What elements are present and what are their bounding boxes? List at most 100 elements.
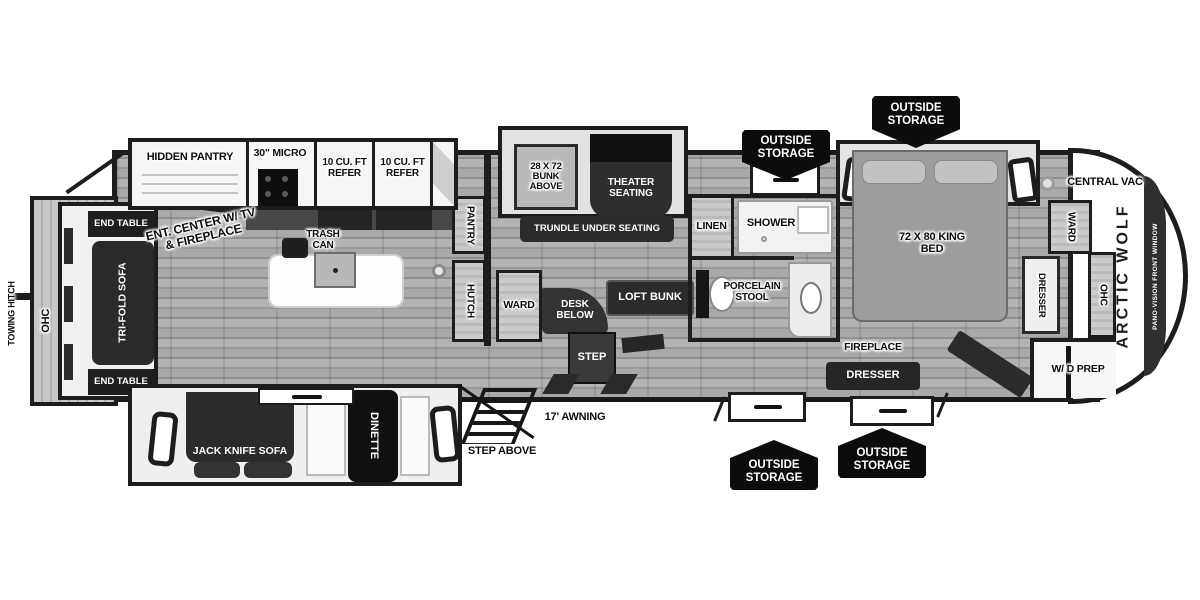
vanity-sink-icon [800, 282, 822, 314]
outside-storage-banner-bottom-left: OUTSIDE STORAGE [730, 440, 818, 490]
loft-bunk: LOFT BUNK [606, 280, 694, 316]
dinette-label-wrap: DINETTE [348, 390, 398, 482]
pantry-text: PANTRY [464, 205, 476, 245]
bedroom-dresser-wrap: DRESSER [1025, 259, 1057, 331]
cabinet-divider [372, 142, 375, 206]
bedroom-ward-text: WARD [1065, 212, 1077, 242]
brand-nose-label: ARCTIC WOLF [1104, 158, 1142, 394]
wd-prep-label: W/ D PREP [1051, 363, 1105, 375]
detector-icon [432, 264, 446, 278]
theater-back [590, 134, 672, 162]
shower-text: SHOWER [746, 217, 796, 229]
step-text: STEP [577, 351, 607, 364]
bunkroom-ward: WARD [496, 270, 542, 342]
slide-corner-cap [433, 142, 454, 206]
outside-storage-text: OUTSIDE STORAGE [757, 135, 815, 160]
toilet-tank [696, 270, 709, 318]
dinette-text: DINETTE [367, 412, 380, 460]
step-above-label: STEP ABOVE [467, 445, 537, 457]
sofa-slide: END TABLE TRI-FOLD SOFA END TABLE [58, 202, 158, 400]
storage-compartment [850, 396, 934, 426]
trundle-bar: TRUNDLE UNDER SEATING [520, 216, 674, 242]
island-sink [314, 252, 356, 288]
outside-storage-text: OUTSIDE STORAGE [887, 102, 945, 127]
sofa-cushion [194, 462, 240, 478]
bunkroom-wall [484, 150, 491, 346]
rear-ohc-label: OHC [34, 286, 60, 356]
trundle-text: TRUNDLE UNDER SEATING [534, 222, 660, 234]
theater-seating-box: THEATER SEATING [590, 134, 672, 218]
bottom-slide-window-right [429, 404, 461, 464]
outside-storage-banner-bottom-right: OUTSIDE STORAGE [838, 428, 926, 478]
outside-storage-text: OUTSIDE STORAGE [745, 459, 803, 484]
bedroom-dresser-bottom-text: DRESSER [846, 369, 900, 382]
fireplace-label: FIREPLACE [844, 341, 902, 353]
refer-left-label: 10 CU. FT REFER [322, 157, 367, 179]
central-vac-label: CENTRAL VAC [1067, 176, 1143, 188]
outside-storage-text: OUTSIDE STORAGE [853, 447, 911, 472]
bed-slide-window-right [1007, 156, 1039, 204]
cooktop [258, 169, 298, 206]
panovision-band [1144, 176, 1166, 376]
front-window-label: PANO-VISION FRONT WINDOW [1142, 176, 1168, 376]
compartment-slot [292, 395, 322, 399]
pillow [862, 160, 926, 184]
central-vac-icon [1040, 176, 1055, 191]
kitchen-counter [246, 206, 458, 230]
bath-room: LINEN SHOWER PORCELAIN STOOL [688, 194, 840, 342]
towing-hitch-text: TOWING HITCH [6, 281, 17, 346]
cabinet-divider [430, 142, 433, 206]
wd-prep-room: W/ D PREP [1030, 338, 1116, 398]
bedroom-ward-wrap: WARD [1051, 203, 1089, 251]
bedroom-dresser-bottom: DRESSER [826, 362, 920, 390]
king-bed: 72 X 80 KING BED [852, 150, 1008, 322]
tri-fold-sofa-label: TRI-FOLD SOFA [92, 241, 154, 365]
bunk-above-box: 28 X 72 BUNK ABOVE [514, 144, 578, 210]
dinette-bench [400, 396, 430, 476]
hutch-cabinet: HUTCH [452, 260, 486, 342]
awning-label: 17' AWNING [544, 411, 606, 423]
slide-window-slot [64, 344, 73, 380]
bedroom-ohc-text: OHC [1097, 284, 1109, 306]
bath-vanity [788, 262, 832, 338]
bottom-slide-window-left [147, 410, 179, 468]
bath-divider-wall [692, 256, 794, 260]
kitchen-slide: HIDDEN PANTRY 30" MICRO 10 CU. FT REFER … [128, 138, 458, 210]
pillow [934, 160, 998, 184]
wd-door-bar [1066, 346, 1071, 398]
bunk-above-text: 28 X 72 BUNK ABOVE [529, 161, 563, 192]
bedroom-ohc: OHC [1088, 252, 1116, 338]
bottom-slide: JACK KNIFE SOFA DINETTE [128, 384, 462, 486]
hidden-pantry-label: HIDDEN PANTRY [146, 151, 234, 163]
porcelain-stool-label: PORCELAIN STOOL [723, 281, 781, 303]
dinette-bench [306, 396, 346, 476]
rear-ohc-text: OHC [40, 309, 53, 333]
refer-right-label: 10 CU. FT REFER [380, 157, 425, 179]
towing-hitch-icon [12, 293, 30, 300]
slide-window-slot [64, 286, 73, 322]
jack-knife-sofa-text: JACK KNIFE SOFA [192, 444, 288, 457]
tri-fold-sofa: TRI-FOLD SOFA [92, 241, 154, 365]
bedroom-ohc-wrap: OHC [1091, 255, 1113, 335]
compartment-slot [773, 178, 799, 182]
hutch-label-wrap: HUTCH [455, 263, 483, 339]
faucet-dot-icon [333, 268, 338, 273]
micro-label: 30" MICRO [253, 147, 307, 159]
end-table-top: END TABLE [88, 211, 154, 237]
bedroom-dresser-text: DRESSER [1035, 272, 1047, 318]
bedroom-ward: WARD [1048, 200, 1092, 254]
storage-compartment [728, 392, 806, 422]
end-table-top-text: END TABLE [94, 217, 148, 229]
shower-pan: SHOWER [737, 200, 833, 254]
slide-window-slot [64, 228, 73, 264]
refer-front [376, 206, 432, 230]
burner-dot [282, 191, 288, 197]
compartment-slot [754, 405, 782, 409]
theater-label-wrap: THEATER SEATING [598, 164, 664, 214]
brand-name-text: ARCTIC WOLF [1114, 203, 1132, 349]
shower-seat [797, 206, 829, 234]
toilet-bowl [709, 276, 735, 312]
shelf-lines [142, 174, 238, 200]
hutch-text: HUTCH [464, 284, 476, 318]
